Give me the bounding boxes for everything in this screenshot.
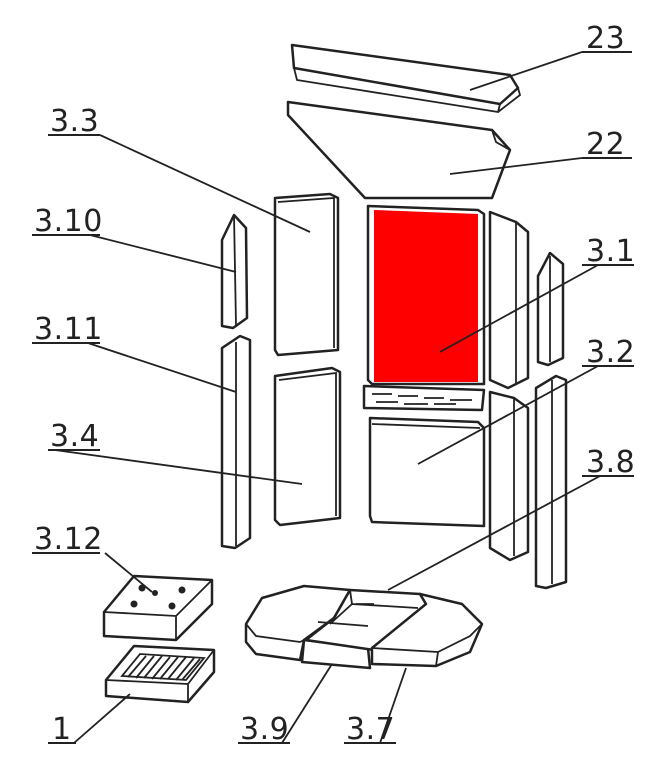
label-3-9: 3.9 (240, 712, 289, 747)
part-1[interactable] (104, 644, 216, 704)
label-3-1: 3.1 (586, 234, 635, 269)
label-3-11: 3.11 (34, 312, 103, 347)
label-3-4: 3.4 (50, 419, 99, 454)
label-22: 22 (586, 127, 625, 162)
part-3-4[interactable] (273, 366, 342, 527)
label-underlines (32, 51, 634, 744)
part-23[interactable] (290, 43, 522, 114)
label-3-10: 3.10 (34, 204, 103, 239)
part-3-1[interactable] (366, 204, 486, 386)
label-3-12: 3.12 (34, 522, 103, 557)
part-3-7[interactable] (370, 592, 484, 668)
part-right-lower-panel[interactable] (488, 390, 530, 562)
part-right-narrow-upper[interactable] (536, 251, 565, 367)
highlighted-back-panel (374, 210, 478, 382)
label-3-7: 3.7 (346, 712, 395, 747)
part-22[interactable] (286, 100, 512, 200)
part-3-1-bar[interactable] (362, 384, 486, 412)
part-right-upper-panel[interactable] (488, 210, 530, 390)
part-3-9[interactable] (244, 584, 372, 670)
label-1: 1 (52, 712, 72, 747)
leader-lines (54, 51, 601, 744)
part-3-3[interactable] (273, 192, 340, 357)
label-3-8: 3.8 (586, 445, 635, 480)
label-23: 23 (586, 21, 625, 56)
part-right-narrow-tall[interactable] (534, 374, 568, 590)
part-3-2[interactable] (368, 416, 486, 528)
label-3-2: 3.2 (586, 335, 635, 370)
part-3-12[interactable] (102, 574, 214, 642)
part-3-11[interactable] (220, 334, 252, 550)
label-3-3: 3.3 (50, 104, 99, 139)
part-labels: 23 22 3.3 3.10 3.1 3.11 3.2 3.4 3.8 3.12… (34, 21, 635, 747)
